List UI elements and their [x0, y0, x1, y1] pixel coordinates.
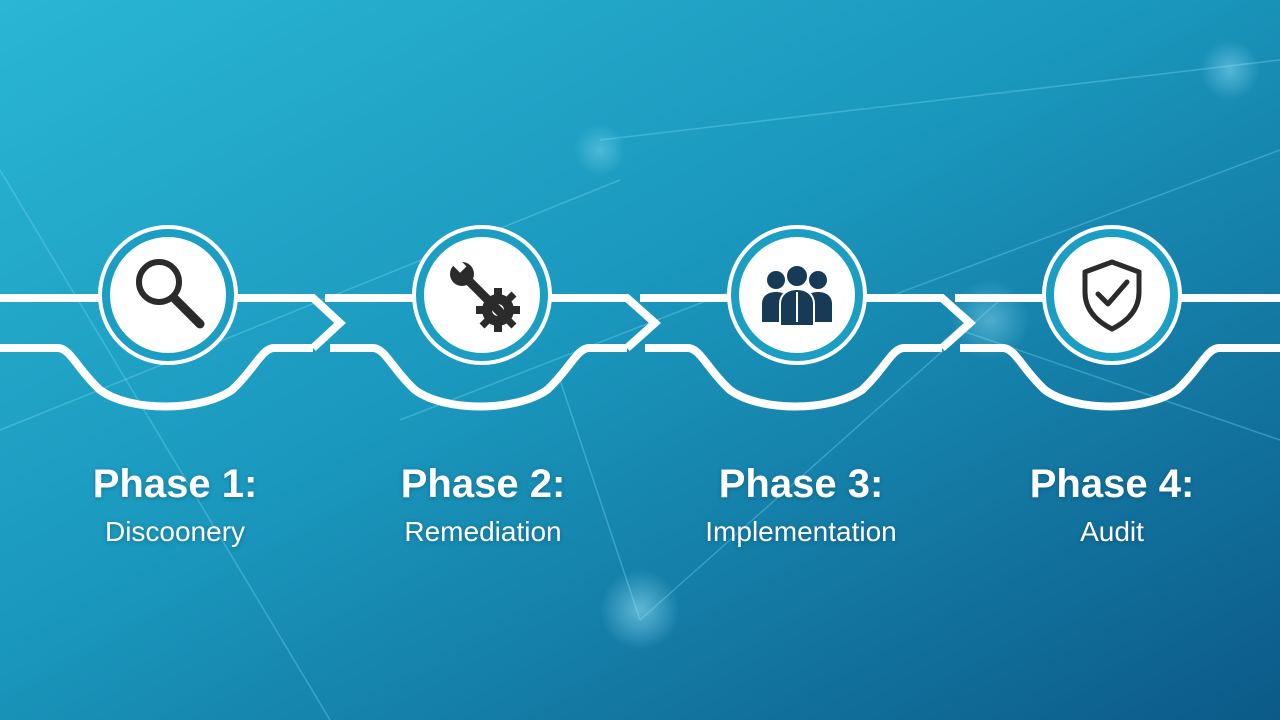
phase-2-label: Phase 2: Remediation: [323, 460, 643, 550]
phase-3-label: Phase 3: Implementation: [641, 460, 961, 550]
phase-1-node: [98, 225, 238, 365]
team-icon: [762, 264, 832, 327]
bottom-rail: [0, 344, 1280, 411]
phase-4-name: Audit: [1080, 516, 1144, 547]
magnifier-icon: [136, 259, 205, 329]
phase-1-name: Discoonery: [104, 516, 246, 547]
phase-4-title: Phase 4:: [1029, 462, 1195, 506]
phase-1-label: Phase 1: Discoonery: [15, 460, 335, 550]
phase-3-title: Phase 3:: [718, 462, 884, 506]
shield-check-icon: [1082, 259, 1142, 332]
phase-4-label: Phase 4: Audit: [952, 460, 1272, 550]
phase-3-node: [727, 225, 867, 365]
phase-2-title: Phase 2:: [400, 462, 566, 506]
wrench-gear-icon: [450, 256, 520, 332]
phase-3-name: Implementation: [705, 516, 897, 547]
phase-4-node: [1042, 225, 1182, 365]
phase-1-title: Phase 1:: [92, 462, 258, 506]
phase-2-name: Remediation: [404, 516, 562, 547]
phase-2-node: [412, 225, 552, 365]
